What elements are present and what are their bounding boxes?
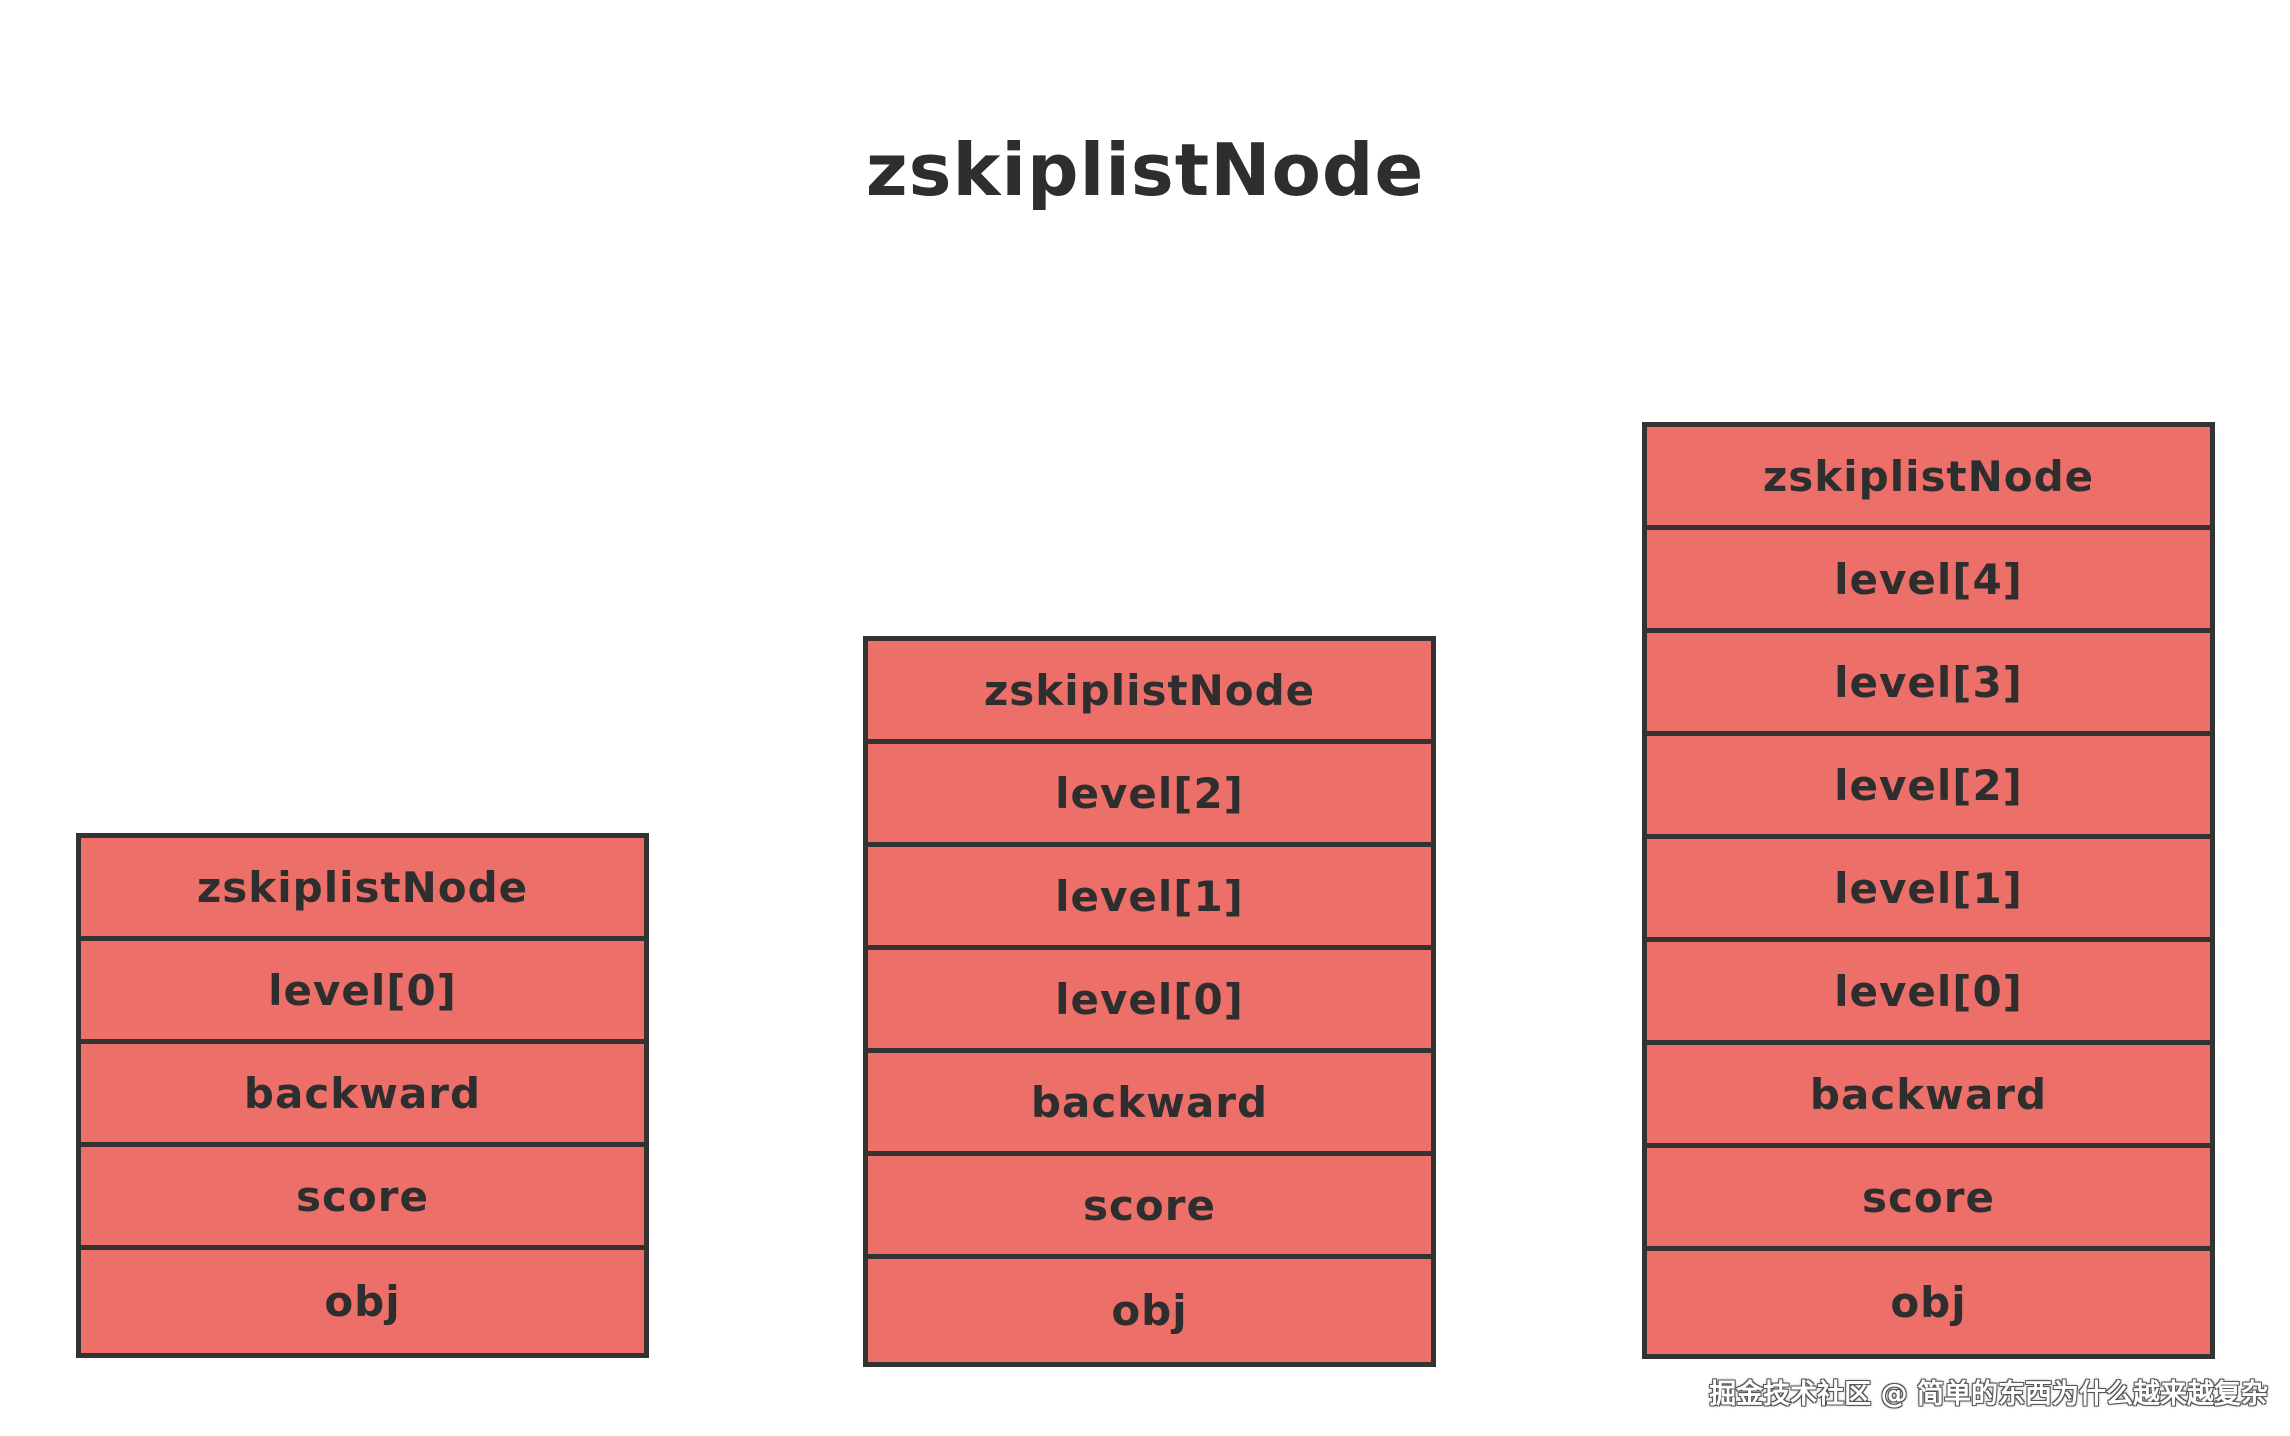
node-3-level-3: level[3] [1647,633,2210,736]
skiplist-node-2: zskiplistNode level[2] level[1] level[0]… [863,636,1436,1367]
node-1-level-0: level[0] [81,941,644,1044]
node-2-level-2: level[2] [868,744,1431,847]
node-1-backward: backward [81,1044,644,1147]
skiplist-node-3: zskiplistNode level[4] level[3] level[2]… [1642,422,2215,1359]
node-3-level-2: level[2] [1647,736,2210,839]
node-2-obj: obj [1111,1286,1188,1335]
node-2-backward: backward [868,1053,1431,1156]
node-1-header: zskiplistNode [81,838,644,941]
node-3-obj: obj [1890,1278,1967,1327]
node-3-backward: backward [1647,1045,2210,1148]
node-2-level-0: level[0] [868,950,1431,1053]
node-3-header: zskiplistNode [1647,427,2210,530]
watermark: 掘金技术社区 @ 简单的东西为什么越来越复杂 [1709,1379,2268,1410]
node-2-score: score [868,1156,1431,1259]
skiplist-node-1: zskiplistNode level[0] backward score ob… [76,833,649,1358]
node-2-header: zskiplistNode [868,641,1431,744]
node-3-score: score [1647,1148,2210,1251]
node-1-score: score [81,1147,644,1250]
node-1-obj: obj [324,1277,401,1326]
node-3-level-1: level[1] [1647,839,2210,942]
diagram-title: zskiplistNode [865,128,1425,212]
node-2-level-1: level[1] [868,847,1431,950]
node-3-level-4: level[4] [1647,530,2210,633]
node-3-level-0: level[0] [1647,942,2210,1045]
